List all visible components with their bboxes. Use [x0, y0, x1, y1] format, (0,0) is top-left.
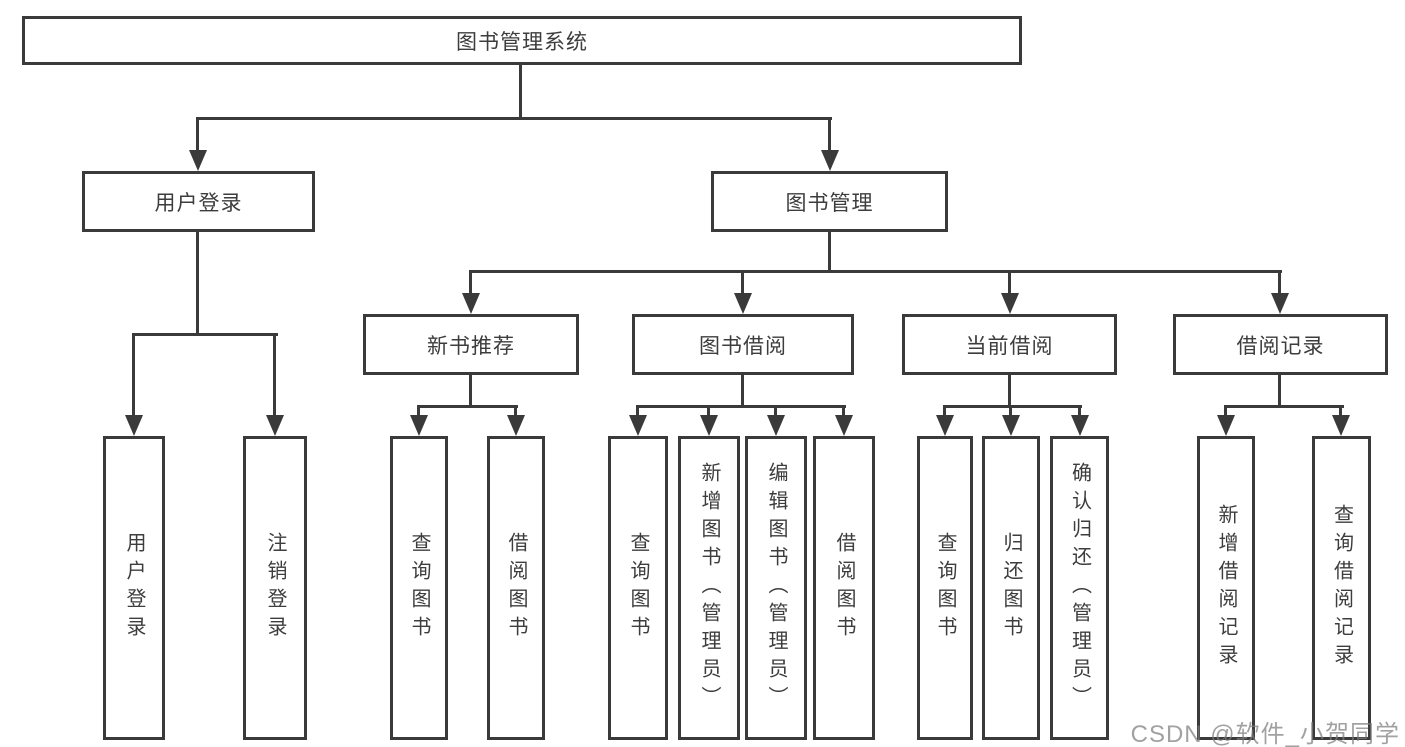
node-book-borrowing: 图书借阅 [632, 314, 854, 375]
node-library-management-system: 图书管理系统 [22, 16, 1022, 65]
node-label: 图书管理 [785, 191, 874, 215]
node-label: 借阅图书 [505, 532, 527, 644]
connector-arm-leaf [514, 405, 517, 417]
connector-arm-book-management [828, 117, 831, 152]
arrow-down-icon [410, 415, 428, 436]
leaf-query-books-borrowing: 查询图书 [608, 436, 668, 740]
node-book-management: 图书管理 [711, 171, 948, 232]
connector-book-borrowing-stub [741, 375, 744, 408]
arrow-down-icon [700, 415, 718, 436]
arrow-down-icon [266, 415, 284, 436]
arrow-down-icon [507, 415, 525, 436]
leaf-query-books-recommend: 查询图书 [390, 436, 448, 740]
arrow-down-icon [1071, 415, 1089, 436]
node-label: 注销登录 [264, 532, 286, 644]
connector-arm-current-borrowing [1008, 270, 1011, 295]
arrow-down-icon [125, 415, 143, 436]
node-label: 新增借阅记录 [1215, 504, 1237, 672]
connector-current-borrowing-stub [1008, 375, 1011, 408]
node-label: 归还图书 [1000, 532, 1022, 644]
connector-book-management-stub [828, 232, 831, 273]
connector-arm-leaf [842, 405, 845, 417]
connector-arm-leaf [636, 405, 639, 417]
connector-arm-leaf [417, 405, 420, 417]
arrow-down-icon [936, 415, 954, 436]
node-label: 用户登录 [123, 532, 145, 644]
arrow-down-icon [189, 150, 207, 171]
node-label: 查询图书 [627, 532, 649, 644]
leaf-logout: 注销登录 [243, 436, 307, 740]
node-label: 用户登录 [154, 191, 243, 215]
leaf-confirm-return-admin: 确认归还（管理员） [1050, 436, 1109, 740]
connector-arm-leaf [1339, 405, 1342, 417]
arrow-down-icon [1332, 415, 1350, 436]
arrow-down-icon [1001, 293, 1019, 314]
leaf-query-borrow-record: 查询借阅记录 [1312, 436, 1371, 740]
connector-arm-leaf [943, 405, 946, 417]
connector-arm-book-borrowing [741, 270, 744, 295]
connector-arm-leaf [1224, 405, 1227, 417]
connector-root-stub [519, 65, 522, 119]
connector-arm-leaf [1009, 405, 1012, 417]
leaf-add-book-admin: 新增图书（管理员） [678, 436, 740, 740]
arrow-down-icon [1217, 415, 1235, 436]
leaf-borrow-books-recommend: 借阅图书 [487, 436, 545, 740]
connector-arm-leaf [774, 405, 777, 417]
node-label: 图书借阅 [699, 334, 787, 358]
connector-book-management-rail [469, 270, 1282, 273]
leaf-user-login: 用户登录 [103, 436, 165, 740]
node-label: 新增图书（管理员） [698, 462, 720, 714]
node-label: 查询图书 [934, 532, 956, 644]
arrow-down-icon [1271, 293, 1289, 314]
node-label: 借阅图书 [833, 532, 855, 644]
node-borrowing-records: 借阅记录 [1173, 314, 1388, 375]
arrow-down-icon [734, 293, 752, 314]
connector-arm-leaf-user-login [132, 333, 135, 417]
node-label: 编辑图书（管理员） [765, 462, 787, 714]
connector-book-borrowing-rail [636, 405, 846, 408]
connector-arm-leaf [707, 405, 710, 417]
node-label: 新书推荐 [427, 334, 515, 358]
connector-borrowing-records-stub [1278, 375, 1281, 408]
leaf-return-book: 归还图书 [982, 436, 1040, 740]
leaf-add-borrow-record: 新增借阅记录 [1197, 436, 1255, 740]
arrow-down-icon [462, 293, 480, 314]
node-user-login: 用户登录 [82, 171, 315, 232]
arrow-down-icon [767, 415, 785, 436]
connector-borrowing-records-rail [1224, 405, 1344, 408]
connector-arm-new-book-recommend [469, 270, 472, 295]
node-label: 查询借阅记录 [1330, 504, 1353, 672]
node-label: 借阅记录 [1236, 334, 1325, 358]
arrow-down-icon [821, 150, 839, 171]
arrow-down-icon [1002, 415, 1020, 436]
node-current-borrowing: 当前借阅 [902, 314, 1117, 375]
node-label: 查询图书 [408, 532, 430, 644]
connector-new-book-recommend-stub [469, 375, 472, 408]
connector-arm-leaf-logout [273, 333, 276, 417]
connector-current-borrowing-rail [943, 405, 1082, 408]
leaf-query-books-current: 查询图书 [917, 436, 973, 740]
node-label: 当前借阅 [965, 334, 1054, 358]
leaf-edit-book-admin: 编辑图书（管理员） [745, 436, 807, 740]
leaf-borrow-books-borrowing: 借阅图书 [813, 436, 875, 740]
arrow-down-icon [629, 415, 647, 436]
connector-arm-leaf [1078, 405, 1081, 417]
connector-root-rail [196, 117, 832, 120]
connector-user-login-stub [196, 232, 199, 336]
watermark-text: CSDN @软件_小贺同学 [1130, 721, 1400, 747]
connector-arm-user-login [196, 117, 199, 152]
connector-arm-borrowing-records [1278, 270, 1281, 295]
node-label: 图书管理系统 [456, 30, 588, 54]
arrow-down-icon [835, 415, 853, 436]
connector-user-login-rail [132, 333, 278, 336]
connector-new-book-recommend-rail [417, 405, 518, 408]
node-new-book-recommend: 新书推荐 [363, 314, 579, 375]
node-label: 确认归还（管理员） [1068, 462, 1091, 714]
